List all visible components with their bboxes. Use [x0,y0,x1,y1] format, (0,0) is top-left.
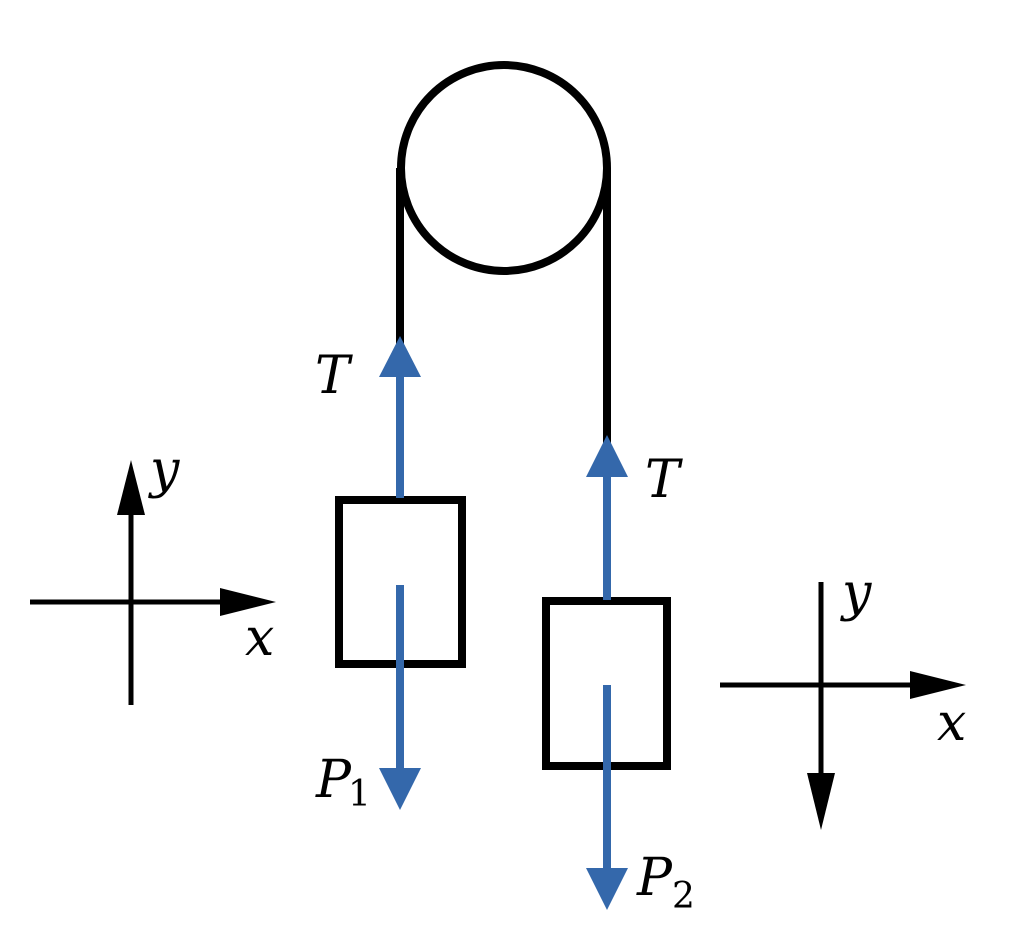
weight-subscript-1: 1 [348,774,371,815]
weight-subscript-2: 2 [672,876,695,917]
axis-left-x-arrowhead [220,588,276,616]
tension-label-2: T [645,450,683,510]
weight-arrow-1 [379,585,421,810]
axis-left-x-label: x [245,608,274,668]
axes-left [30,460,276,705]
axis-right-y-label: y [840,563,872,623]
axis-left-y-arrowhead [117,460,145,515]
pulley-wheel [397,61,611,275]
weight-label-2: P [636,848,673,908]
tension-label-1: T [315,346,353,406]
axis-right-x-arrowhead [910,671,966,699]
axis-left-y-label: y [148,440,180,500]
axes-right [720,582,966,830]
weight-arrow-2 [586,685,628,910]
axis-right-y-arrowhead [807,773,835,830]
tension-arrow-1 [379,336,421,498]
axis-right-x-label: x [937,693,966,753]
tension-arrow-2 [586,435,628,600]
weight-label-1: P [315,750,352,810]
